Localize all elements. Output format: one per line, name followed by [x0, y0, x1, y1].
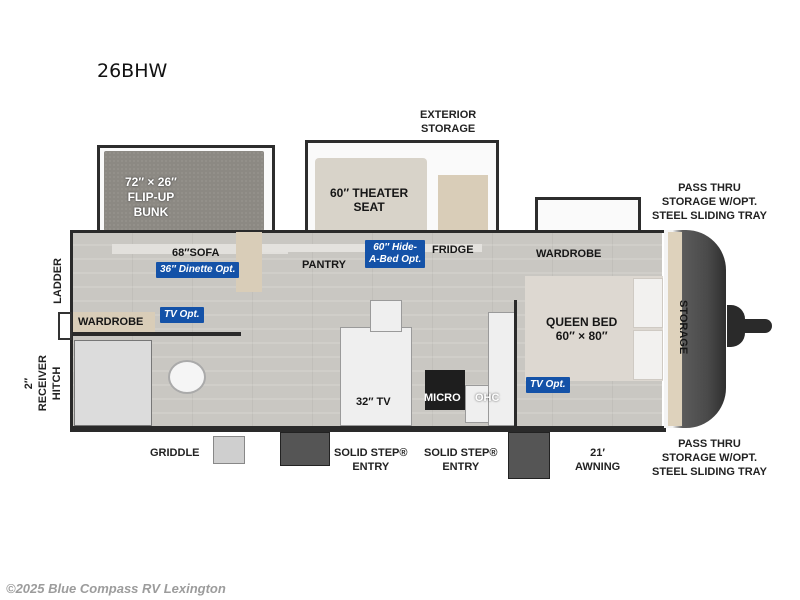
entry-step-1 — [280, 432, 330, 466]
bunk-label: 72″ × 26″ FLIP-UP BUNK — [125, 175, 177, 220]
label-line: 60″ Hide- — [373, 242, 417, 253]
label-line: 60″ THEATER — [330, 186, 409, 200]
shower — [74, 340, 152, 426]
label-line: ENTRY — [352, 461, 390, 473]
hitch-coupler — [744, 319, 772, 333]
micro-label: MICRO — [424, 392, 461, 404]
wardrobe-front-label: WARDROBE — [536, 248, 602, 260]
hide-a-bed-option-badge: 60″ Hide- A-Bed Opt. — [365, 240, 426, 268]
queen-bed-label: QUEEN BED 60″ × 80″ — [546, 315, 617, 343]
label-line: ENTRY — [442, 461, 480, 473]
exterior-storage-label: EXTERIOR STORAGE — [420, 108, 476, 136]
receiver-hitch-label: 2″ RECEIVER HITCH — [22, 355, 64, 411]
sofa-label: 68″SOFA — [172, 247, 220, 259]
label-line: PASS THRU — [678, 438, 741, 450]
label-line: 2″ — [23, 377, 35, 389]
label-line: STORAGE W/OPT. — [661, 452, 758, 464]
pass-thru-top-label: PASS THRU STORAGE W/OPT. STEEL SLIDING T… — [652, 181, 767, 223]
tv-label: 32″ TV — [356, 396, 391, 408]
entry-step-2 — [508, 432, 550, 479]
pass-thru-storage-top — [535, 197, 641, 236]
label-line: 72″ × 26″ — [125, 175, 177, 189]
theater-seat-label: 60″ THEATER SEAT — [330, 186, 408, 214]
label-line: SOLID STEP® — [424, 447, 498, 459]
stove — [425, 370, 465, 410]
pass-thru-bottom-label: PASS THRU STORAGE W/OPT. STEEL SLIDING T… — [652, 437, 767, 479]
bedroom-wall-closet — [488, 312, 516, 426]
solid-step-entry-1-label: SOLID STEP® ENTRY — [334, 446, 408, 474]
storage-label: STORAGE — [677, 300, 689, 355]
label-line: STORAGE — [421, 123, 476, 135]
awning-label: 21′ AWNING — [575, 446, 620, 474]
label-line: RECEIVER — [37, 355, 49, 412]
bath-wall — [73, 332, 241, 336]
label-line: BUNK — [133, 205, 169, 219]
ohc-label: OHC — [475, 392, 500, 404]
rear-tv-option-badge: TV Opt. — [160, 307, 204, 323]
label-line: QUEEN BED — [546, 315, 618, 329]
pantry-cabinet — [236, 232, 262, 292]
griddle-label: GRIDDLE — [150, 447, 200, 459]
label-line: STEEL SLIDING TRAY — [652, 210, 767, 222]
ladder — [58, 312, 72, 340]
pantry-label: PANTRY — [302, 259, 346, 271]
flip-up-bunk — [104, 151, 264, 231]
hitch-jack — [727, 305, 745, 347]
label-line: PASS THRU — [678, 182, 741, 194]
label-line: SEAT — [353, 200, 385, 214]
bedroom-wall — [514, 300, 517, 426]
ladder-label: LADDER — [52, 258, 64, 304]
griddle-unit — [213, 436, 245, 464]
model-name: 26BHW — [97, 60, 168, 82]
top-wall — [70, 230, 664, 233]
exterior-storage-cabinet — [438, 175, 488, 230]
label-line: HITCH — [51, 366, 63, 400]
label-line: 21′ — [590, 447, 606, 459]
bedroom-tv-option-badge: TV Opt. — [526, 377, 570, 393]
label-line: FLIP-UP — [127, 190, 175, 204]
pillow-1 — [633, 278, 663, 328]
label-line: EXTERIOR — [420, 109, 477, 121]
copyright-watermark: ©2025 Blue Compass RV Lexington — [6, 581, 226, 596]
pillow-2 — [633, 330, 663, 380]
label-line: SOLID STEP® — [334, 447, 408, 459]
kitchen-island — [340, 327, 412, 426]
sofa — [112, 244, 288, 254]
kitchen-sink — [370, 300, 402, 332]
solid-step-entry-2-label: SOLID STEP® ENTRY — [424, 446, 498, 474]
dinette-option-badge: 36″ Dinette Opt. — [156, 262, 240, 278]
fridge-label: FRIDGE — [432, 244, 474, 256]
label-line: AWNING — [575, 461, 621, 473]
toilet — [168, 360, 206, 394]
rear-wardrobe — [73, 312, 155, 332]
bottom-wall — [70, 426, 666, 432]
label-line: A-Bed Opt. — [369, 254, 422, 265]
front-storage — [668, 232, 682, 426]
label-line: STORAGE W/OPT. — [661, 196, 758, 208]
label-line: 60″ × 80″ — [555, 329, 608, 343]
wardrobe-rear-label: WARDROBE — [78, 316, 144, 328]
label-line: STEEL SLIDING TRAY — [652, 466, 767, 478]
theater-seat — [315, 158, 427, 238]
